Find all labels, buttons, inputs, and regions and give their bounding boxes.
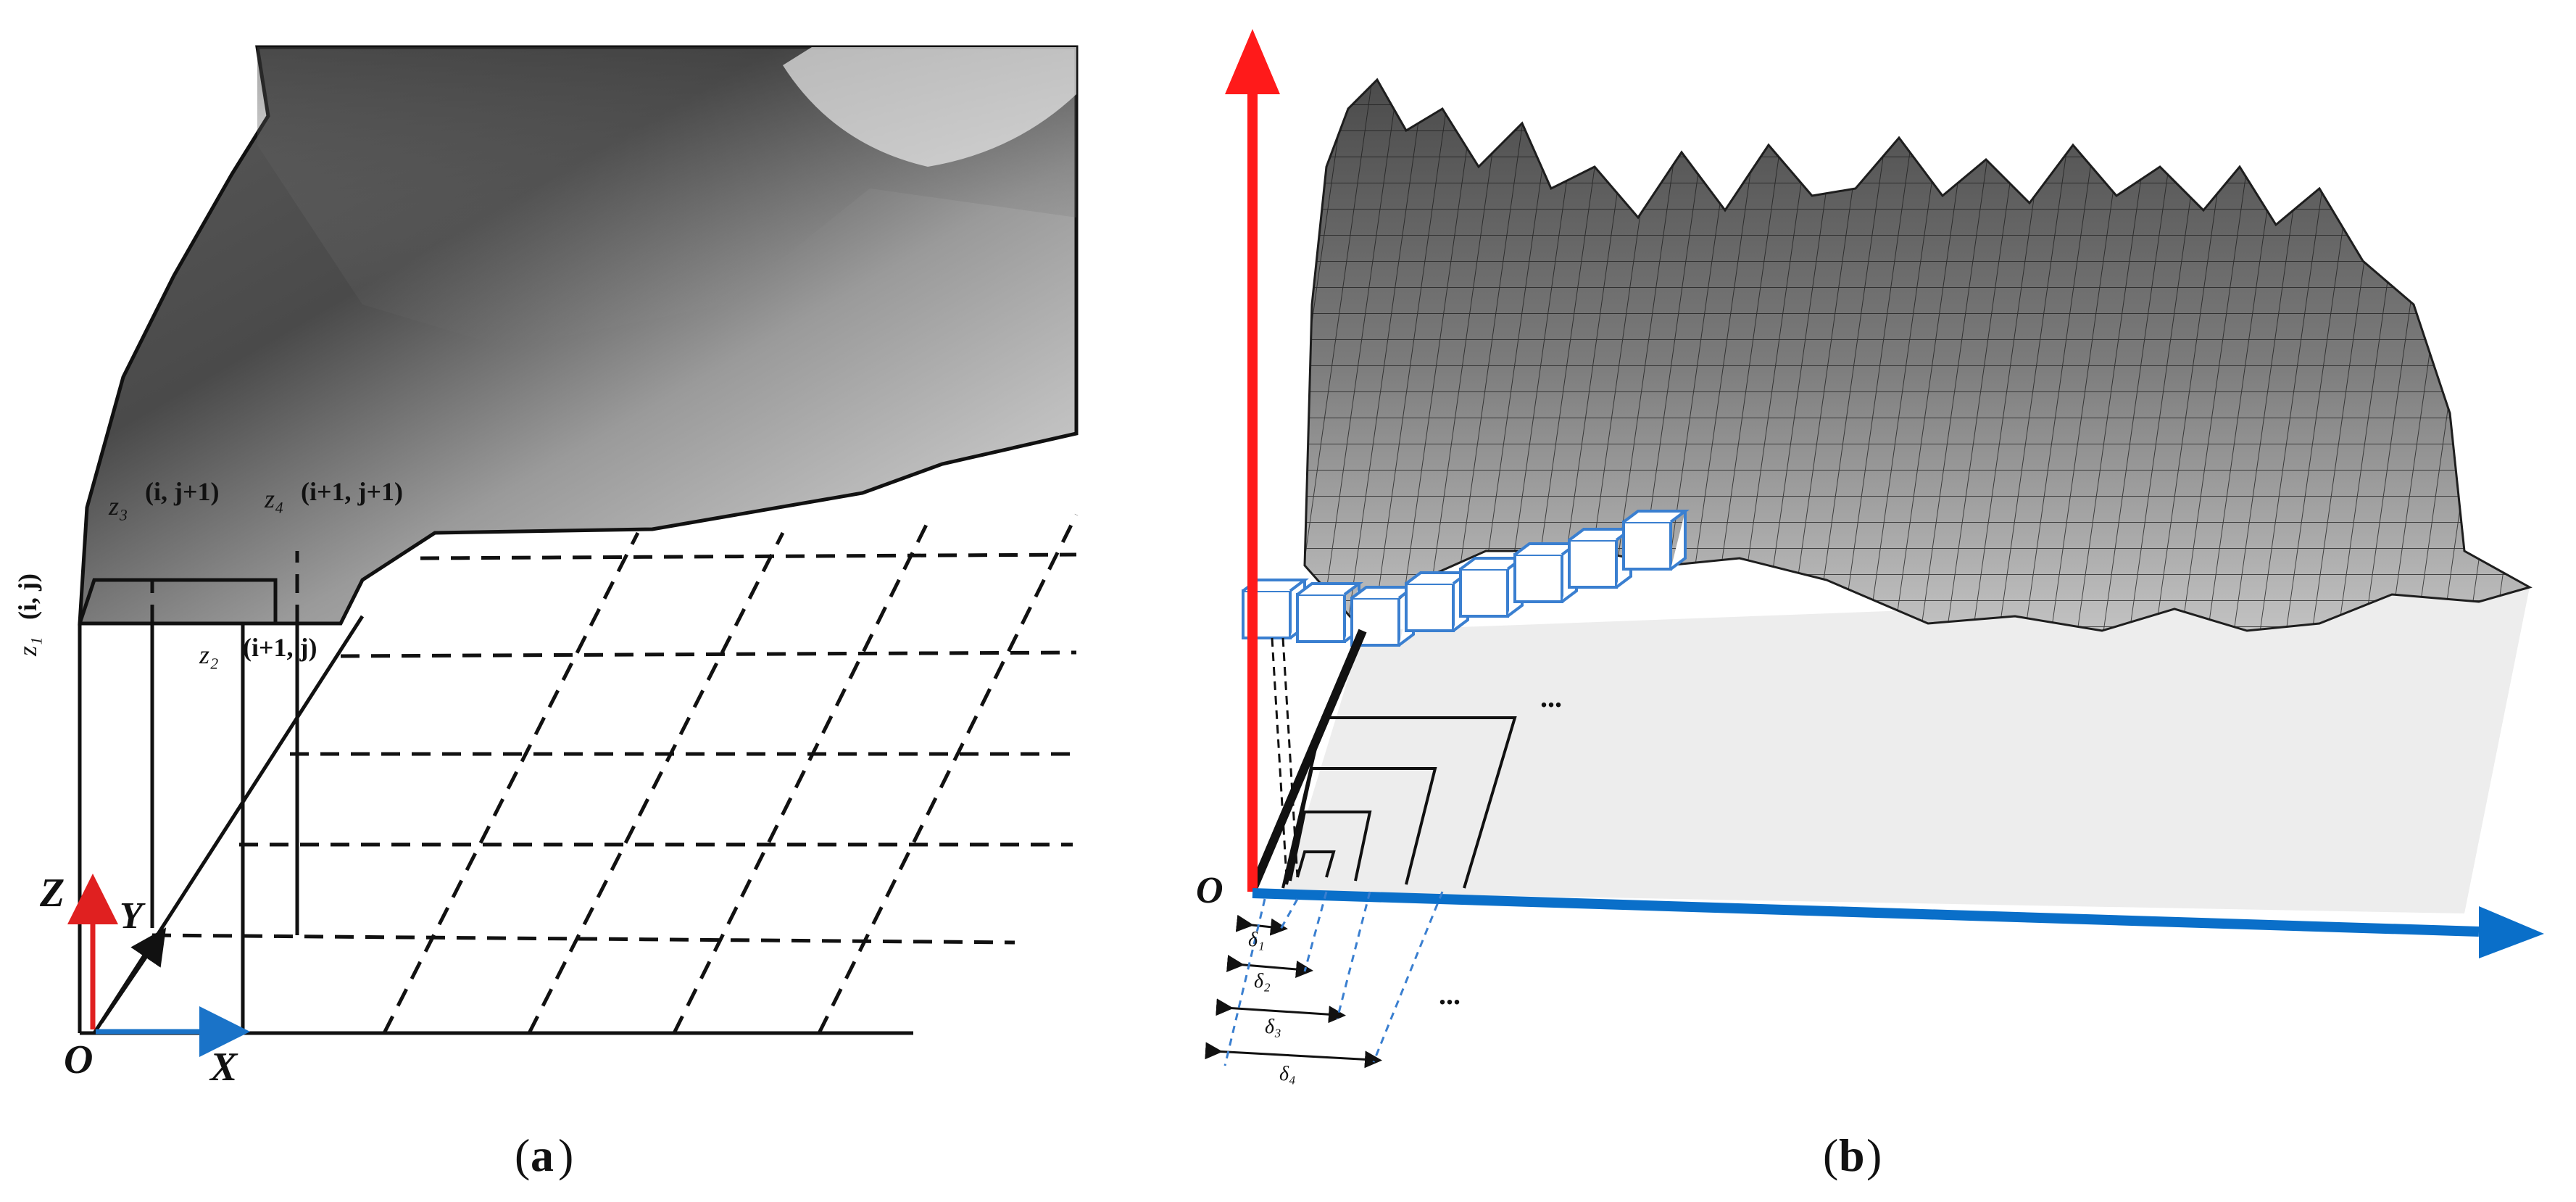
svg-text:(: (: [515, 1130, 530, 1181]
caption-a: ( a ): [515, 1130, 573, 1181]
cube-7: [1568, 528, 1635, 589]
y-axis-label-a: Y: [120, 895, 146, 937]
delta-1-label: δ₁: [1248, 929, 1265, 951]
cube-4: [1405, 571, 1472, 632]
panel-a: O X Y Z z₁ (i, j) z₃ (i, j+1) z₄ (i+1, j…: [13, 45, 1079, 1181]
cube-6: [1513, 542, 1581, 603]
z3-label: z₃: [108, 492, 128, 521]
origin-label-b: O: [1196, 870, 1223, 911]
svg-text:b: b: [1839, 1130, 1865, 1181]
z2-label: z₂: [199, 640, 219, 669]
node-i1-j1-label: (i+1, j+1): [301, 477, 403, 506]
horizontal-axis-b: [1252, 888, 2480, 937]
node-i-j1-label: (i, j+1): [145, 477, 219, 506]
grid-dashed-a: [150, 513, 1079, 1035]
svg-text:): ): [1866, 1130, 1882, 1181]
cube-5: [1459, 557, 1526, 618]
z4-label: z₄: [264, 484, 284, 513]
cube-8: [1622, 510, 1690, 571]
ground-plane-b: [1283, 587, 2530, 913]
window-squares-b: [1281, 716, 1517, 889]
node-i1-j-label: (i+1, j): [243, 633, 317, 662]
ellipsis-top-b: ...: [1540, 681, 1562, 713]
depth-axis-b: [1248, 629, 1367, 892]
z1-label: z₁: [13, 637, 42, 657]
scale-dimensions-b: [1205, 914, 1382, 1069]
y-axis-a: [99, 927, 167, 1024]
delta-3-label: δ₃: [1265, 1016, 1281, 1038]
delta-2-label: δ₂: [1254, 970, 1271, 992]
z-axis-label-a: Z: [39, 871, 65, 916]
caption-b: ( b ): [1823, 1130, 1882, 1181]
svg-text:a: a: [531, 1130, 554, 1181]
svg-text:): ): [558, 1130, 573, 1181]
node-i-j-label: (i, j): [13, 573, 42, 620]
ellipsis-bottom-b: ...: [1439, 978, 1461, 1011]
panel-b: O ... ... δ₁ δ₂ δ₃ δ₄ ( b ): [1196, 29, 2544, 1181]
origin-label-a: O: [64, 1037, 93, 1082]
delta-4-label: δ₄: [1279, 1063, 1296, 1085]
x-axis-label-a: X: [209, 1045, 238, 1090]
svg-text:(: (: [1823, 1130, 1838, 1181]
